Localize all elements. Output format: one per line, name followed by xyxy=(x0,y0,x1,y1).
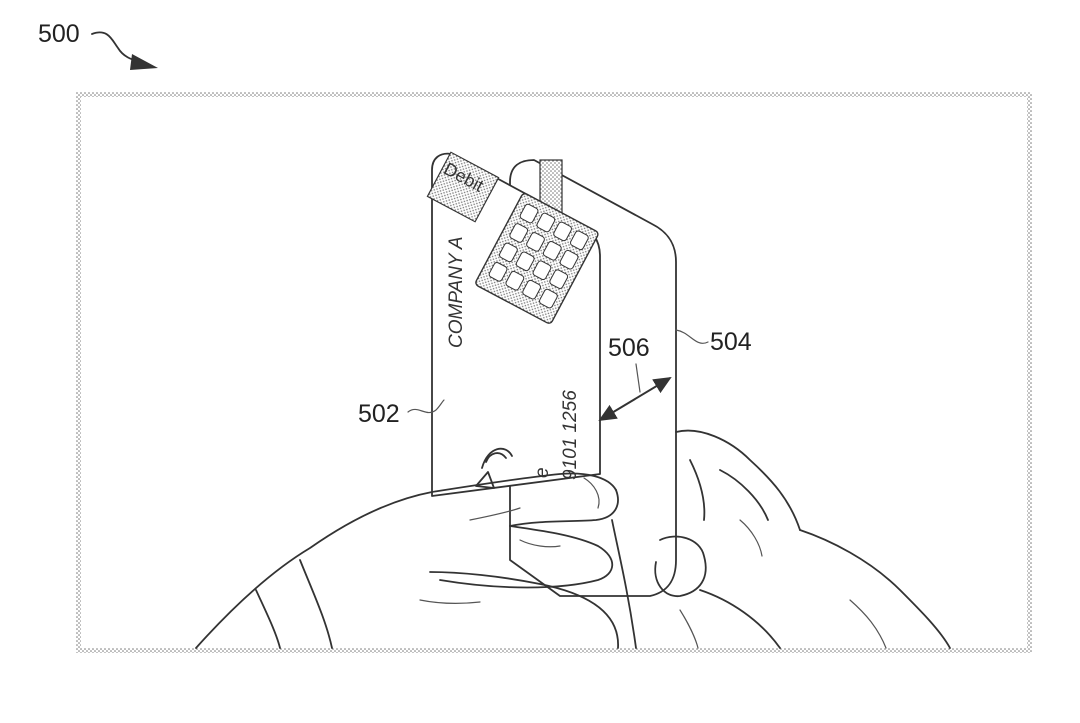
figure-ref-500: 500 xyxy=(38,20,80,48)
chip-keypad-icon xyxy=(475,193,599,324)
left-hand xyxy=(195,472,637,649)
distance-arrow-506 xyxy=(598,376,672,422)
figure-ref-500-arrowhead-icon xyxy=(130,54,158,70)
contactless-icon xyxy=(475,447,513,489)
card-issuer-text: COMPANY A xyxy=(446,236,467,348)
card-number-text: 9101 1256 xyxy=(560,390,581,480)
right-hand xyxy=(654,429,951,649)
ref-label-card-back: 504 xyxy=(710,328,752,356)
card-front: Debit COMPA xyxy=(426,151,601,497)
leader-line-506 xyxy=(635,363,641,393)
leader-line-504 xyxy=(675,329,709,344)
figure-frame-bottom xyxy=(76,648,1032,653)
card-partial-text: e xyxy=(532,467,553,478)
leader-line-502 xyxy=(407,399,445,414)
figure-frame-right xyxy=(1027,92,1032,653)
figure-frame-left xyxy=(76,92,81,653)
ref-label-card-front: 502 xyxy=(358,400,400,428)
ref-label-gap: 506 xyxy=(608,334,650,362)
debit-badge xyxy=(426,151,500,223)
figure-frame-top xyxy=(76,92,1032,97)
